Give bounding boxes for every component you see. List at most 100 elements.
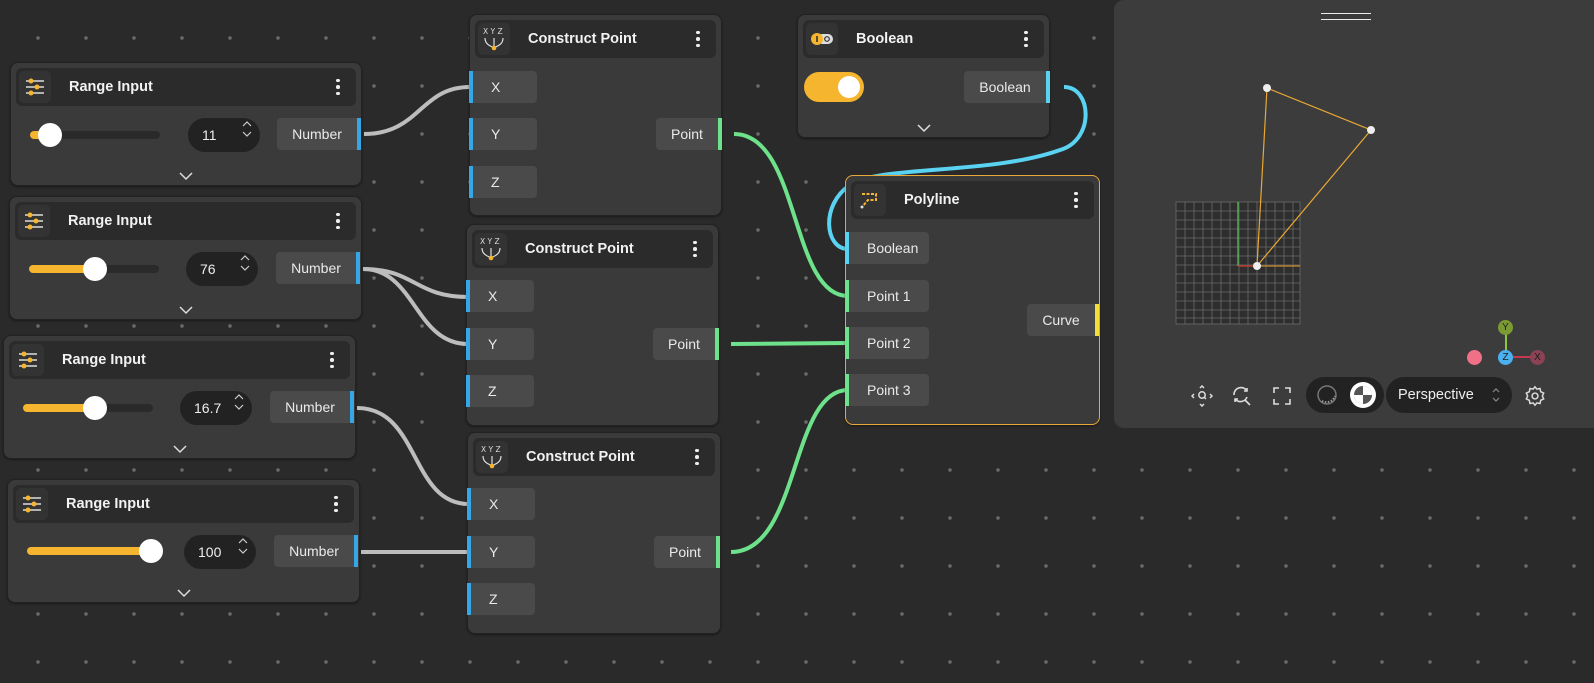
camera-mode-select[interactable]: Perspective [1386,377,1512,413]
chevron-down-icon[interactable] [172,444,187,454]
chevron-down-icon[interactable] [176,588,191,598]
point-output-port[interactable]: Point [656,118,722,150]
x-input-port[interactable]: X [469,71,537,103]
increment-icon[interactable] [234,394,244,400]
zoom-fit-icon[interactable] [1187,381,1217,411]
range-slider[interactable] [23,396,153,420]
slider-thumb[interactable] [83,396,107,420]
range-input-node[interactable]: Range Input 11 Number [10,62,362,186]
wireframe-shade-icon[interactable] [1312,380,1342,410]
node-header[interactable]: Range Input [9,341,350,379]
fullscreen-icon[interactable] [1267,381,1297,411]
more-menu-icon[interactable] [685,236,705,262]
node-title: Construct Point [526,449,635,465]
range-slider[interactable] [27,539,163,563]
range-input-node[interactable]: Range Input 76 Number [9,196,362,320]
number-output-port[interactable]: Number [270,391,354,423]
settings-icon[interactable] [1520,381,1550,411]
chevron-down-icon[interactable] [179,171,193,181]
number-output-port[interactable]: Number [276,252,360,284]
node-header[interactable]: Boolean [803,20,1044,58]
gizmo-x-axis[interactable]: X [1530,350,1545,365]
viewport-scene[interactable] [1114,0,1594,370]
sliders-icon [18,205,50,237]
z-input-port[interactable]: Z [467,583,535,615]
slider-thumb[interactable] [83,257,107,281]
z-input-port[interactable]: Z [469,166,537,198]
gizmo-neg-x-dot[interactable] [1467,350,1482,365]
node-header[interactable]: Range Input [16,68,356,106]
more-menu-icon[interactable] [688,26,708,52]
boolean-node[interactable]: Boolean Boolean [797,14,1050,138]
range-slider[interactable] [29,257,159,281]
x-input-port[interactable]: X [466,280,534,312]
number-stepper[interactable]: 76 [186,252,258,286]
curve-output-port[interactable]: Curve [1027,304,1099,336]
range-input-node[interactable]: Range Input 16.7 Number [3,335,356,459]
point1-input-port[interactable]: Point 1 [845,280,929,312]
more-menu-icon[interactable] [687,444,707,470]
number-stepper[interactable]: 11 [188,118,260,152]
boolean-output-port[interactable]: Boolean [964,71,1050,103]
node-header[interactable]: X Y Z Construct Point [475,20,716,58]
more-menu-icon[interactable] [1066,187,1086,213]
node-header[interactable]: X Y Z Construct Point [472,230,713,268]
y-input-port[interactable]: Y [467,536,535,568]
point3-input-port[interactable]: Point 3 [845,374,929,406]
zoom-rotate-icon[interactable] [1227,381,1257,411]
more-menu-icon[interactable] [322,347,342,373]
wire-cp3-to-point3 [730,388,849,554]
point-output-port[interactable]: Point [653,328,719,360]
slider-thumb[interactable] [38,123,62,147]
node-header[interactable]: Range Input [13,485,354,523]
chevron-down-icon[interactable] [178,305,193,315]
increment-icon[interactable] [238,538,248,544]
axis-gizmo[interactable]: Y Z X [1466,320,1546,370]
gizmo-y-axis[interactable]: Y [1498,320,1513,335]
number-output-port[interactable]: Number [274,535,358,567]
more-menu-icon[interactable] [328,208,348,234]
panel-drag-handle[interactable] [1321,13,1371,20]
shading-mode-group[interactable] [1306,377,1384,413]
wire-cp2-to-point2 [730,341,849,346]
node-title: Polyline [904,192,960,208]
chevron-down-icon[interactable] [916,123,931,133]
number-stepper[interactable]: 16.7 [180,391,252,425]
node-header[interactable]: X Y Z Construct Point [473,438,715,476]
increment-icon[interactable] [242,121,252,127]
construct-point-node[interactable]: X Y Z Construct Point X Y Z Point [469,14,722,216]
construct-point-node[interactable]: X Y Z Construct Point X Y Z Point [466,224,719,426]
number-stepper[interactable]: 100 [184,535,256,569]
3d-viewer-panel[interactable]: Y Z X Perspective [1114,0,1594,428]
node-header[interactable]: Range Input [15,202,356,240]
z-input-port[interactable]: Z [466,375,534,407]
wire-range3-to-cp3-x [356,406,470,506]
solid-shade-icon[interactable] [1348,380,1378,410]
y-input-port[interactable]: Y [469,118,537,150]
boolean-input-port[interactable]: Boolean [845,232,929,264]
gizmo-z-axis[interactable]: Z [1498,350,1513,365]
node-title: Range Input [69,79,153,95]
range-input-node[interactable]: Range Input 100 Number [7,479,360,603]
slider-thumb[interactable] [139,539,163,563]
decrement-icon[interactable] [234,404,244,410]
boolean-toggle[interactable] [804,72,864,102]
point2-input-port[interactable]: Point 2 [845,327,929,359]
decrement-icon[interactable] [240,265,250,271]
point-output-port[interactable]: Point [654,536,720,568]
x-input-port[interactable]: X [467,488,535,520]
y-input-port[interactable]: Y [466,328,534,360]
number-output-port[interactable]: Number [277,118,361,150]
more-menu-icon[interactable] [328,74,348,100]
node-header[interactable]: Polyline [851,181,1094,219]
decrement-icon[interactable] [238,548,248,554]
more-menu-icon[interactable] [1016,26,1036,52]
polyline-node[interactable]: Polyline Boolean Point 1 Point 2 Point 3… [845,175,1100,425]
decrement-icon[interactable] [242,131,252,137]
range-slider[interactable] [30,123,160,147]
svg-text:X Y Z: X Y Z [480,237,500,246]
more-menu-icon[interactable] [326,491,346,517]
construct-point-node[interactable]: X Y Z Construct Point X Y Z Point [467,432,721,634]
increment-icon[interactable] [240,255,250,261]
svg-text:X Y Z: X Y Z [483,27,503,36]
